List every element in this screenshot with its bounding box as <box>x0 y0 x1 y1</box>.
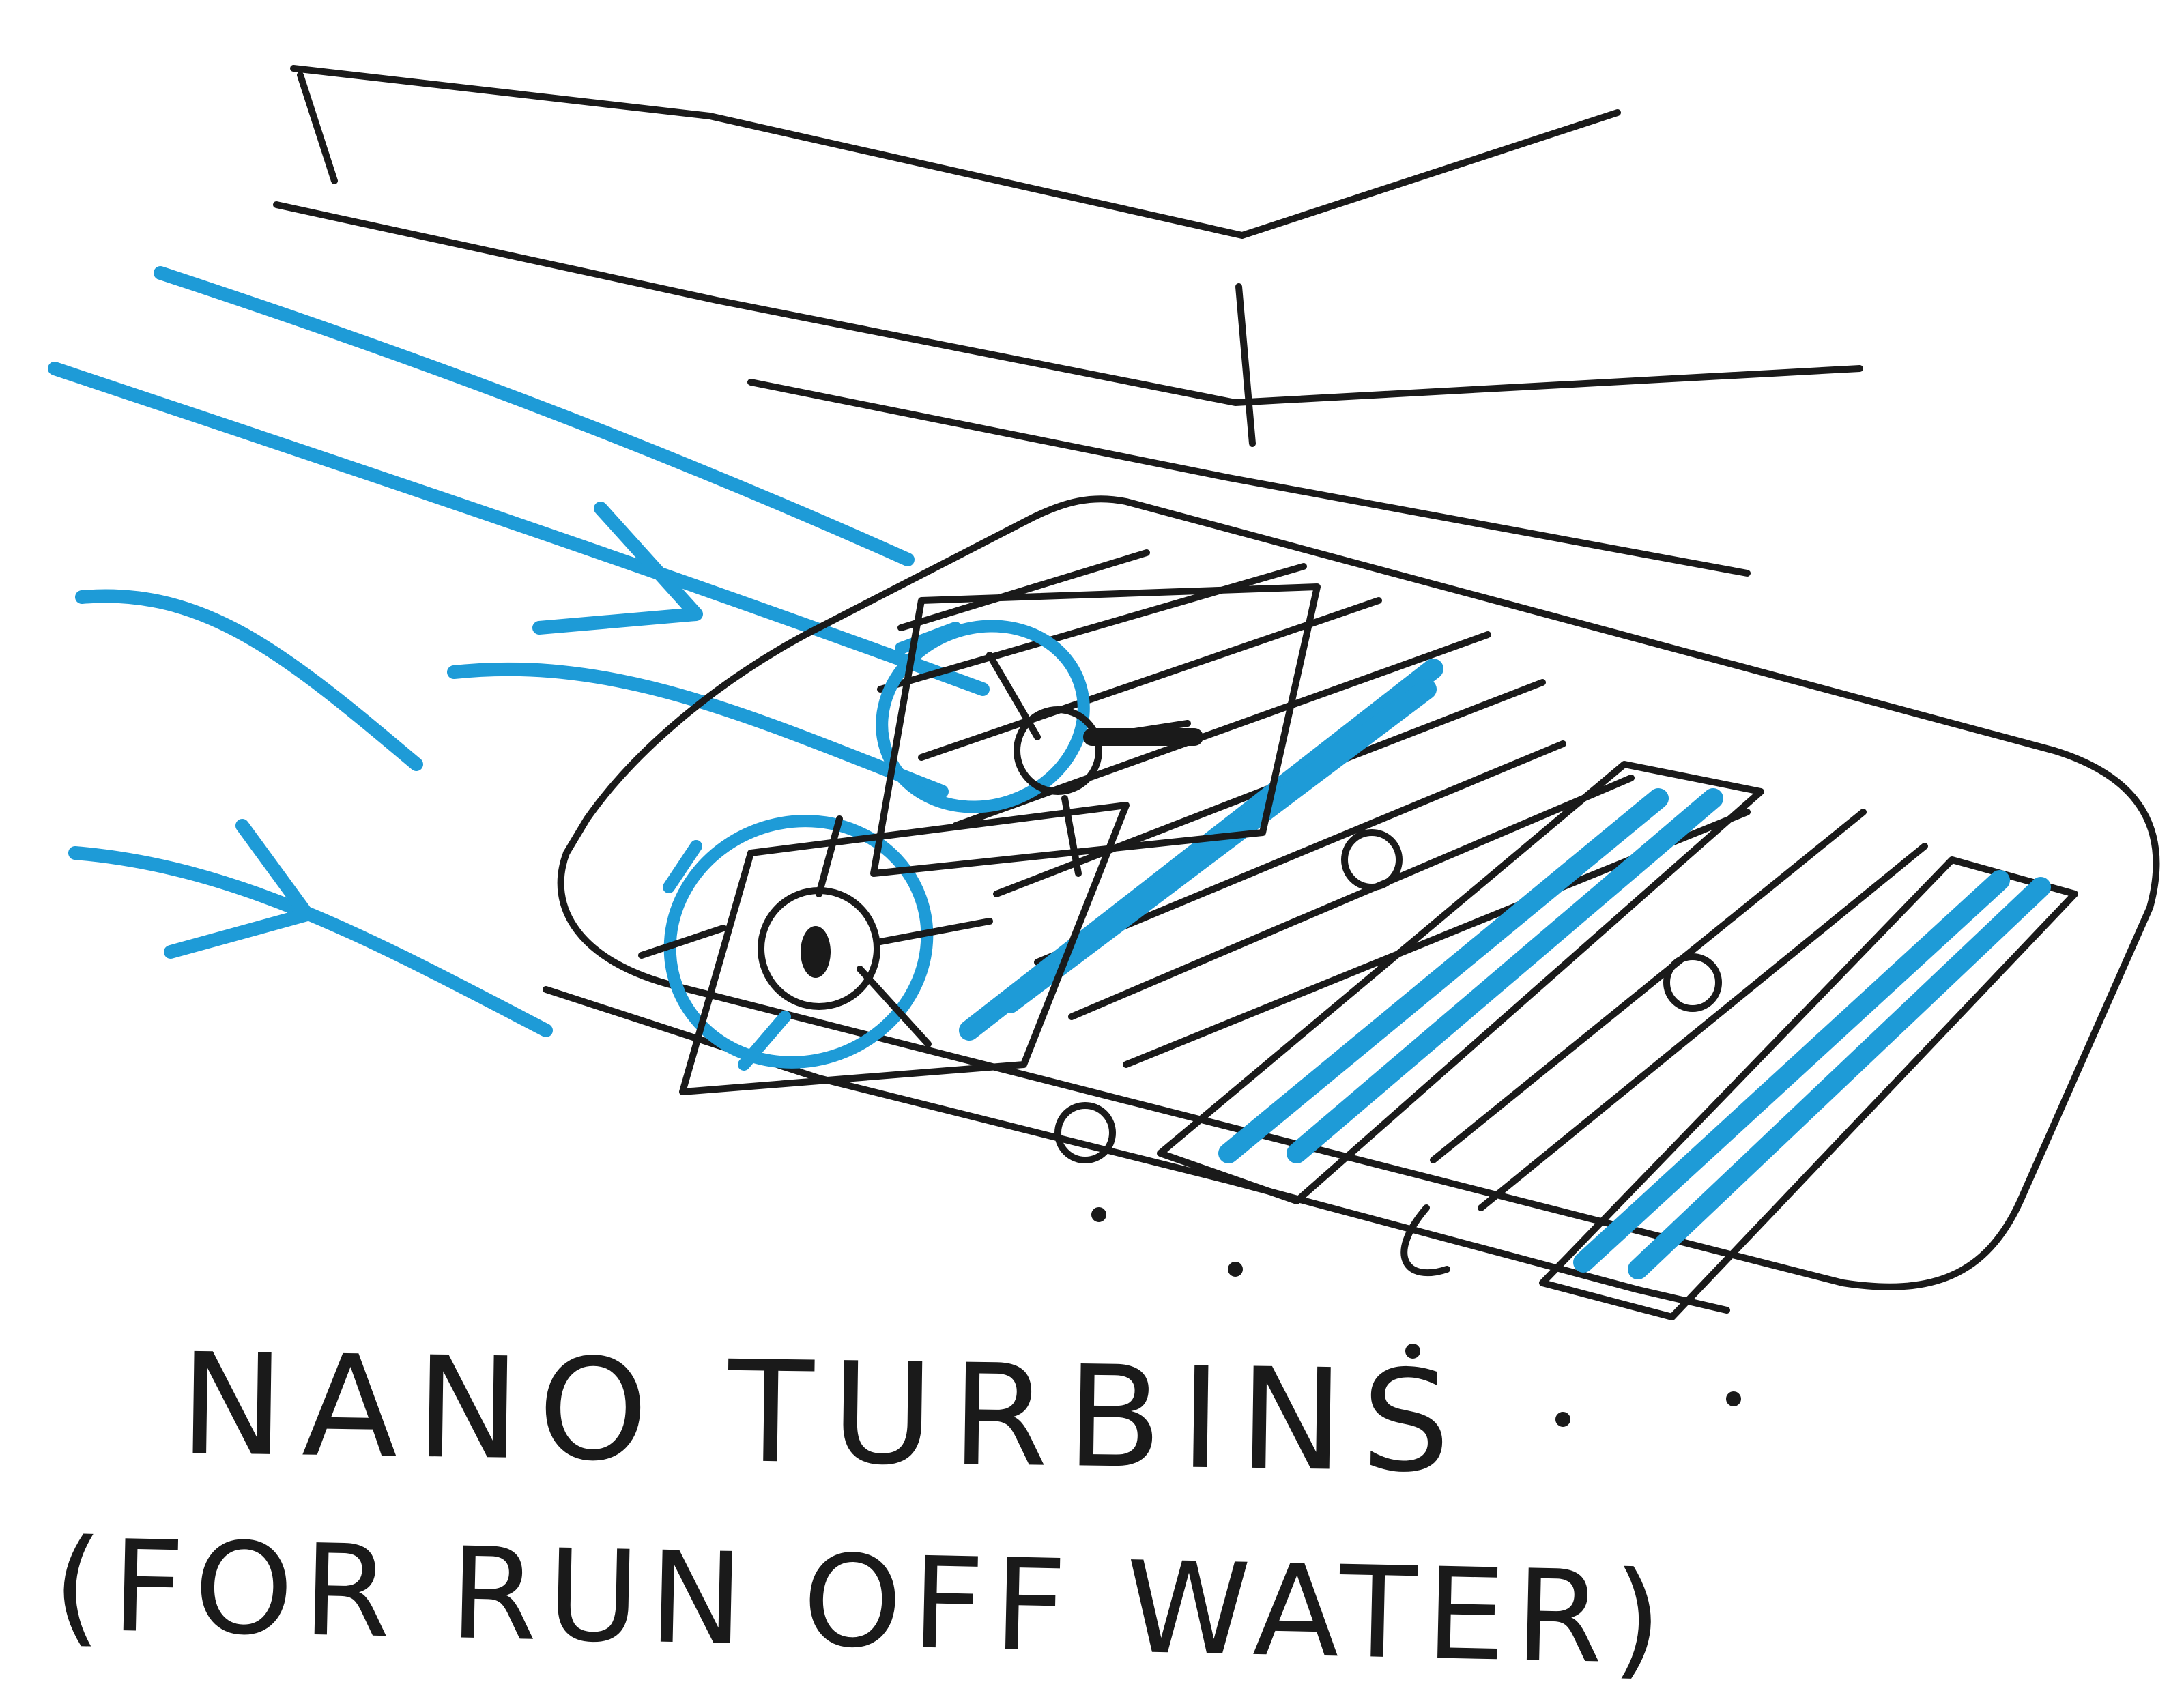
curb-front-edge <box>276 205 1860 403</box>
turbine-axle <box>880 921 990 942</box>
curb-sketch <box>276 68 1860 573</box>
water-in-slots <box>969 669 2041 1269</box>
water-flow-arrows <box>55 273 983 1030</box>
pivot-circle-2 <box>1058 1105 1112 1160</box>
pivot-circle-3 <box>1667 957 1719 1009</box>
curb-vertical-tick <box>1239 287 1252 444</box>
pivot-circle-1 <box>1345 833 1399 887</box>
curb-top-edge <box>293 68 1618 235</box>
flow-line-3 <box>82 596 416 764</box>
turbine-blade-6 <box>819 819 839 894</box>
curb-left-tick <box>300 75 334 181</box>
flow-line-5 <box>75 853 546 1030</box>
flow-line-4 <box>454 669 942 792</box>
turbine-hub-core <box>801 926 831 978</box>
flow-arrowhead-1 <box>539 508 696 628</box>
turbine-blade-4 <box>642 928 723 955</box>
caption-title: NANO TURBINS <box>179 1324 1469 1504</box>
